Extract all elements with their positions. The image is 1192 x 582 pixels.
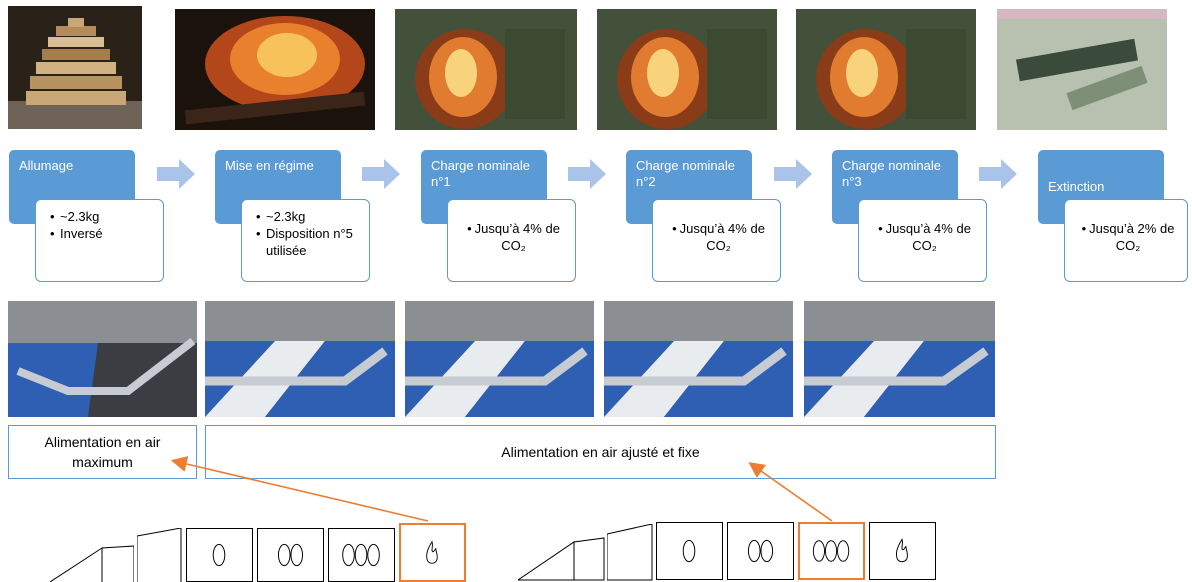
detail-item: Jusqu’à 2% de CO₂ (1079, 220, 1177, 254)
lever-cell-three-circles (798, 522, 865, 580)
step-details: ~2.3kg Inversé (35, 199, 164, 282)
wedge-shape (50, 545, 134, 582)
flow-arrow-icon (157, 159, 195, 189)
air-lever-photo (8, 301, 197, 417)
detail-item: Inversé (50, 225, 153, 242)
step-label: Charge nominale n°3 (842, 158, 942, 189)
flame-icon (895, 538, 908, 563)
lever-cell-flame (869, 522, 936, 580)
flow-arrow-icon (774, 159, 812, 189)
detail-item: Jusqu’à 4% de CO₂ (667, 220, 770, 254)
step-label: Mise en régime (225, 158, 314, 173)
flame-icon (426, 540, 438, 564)
step-label: Charge nominale n°1 (431, 158, 531, 189)
wedge-shape (518, 537, 605, 581)
air-lever-photo (205, 301, 395, 417)
detail-item: Jusqu’à 4% de CO₂ (873, 220, 976, 254)
flow-arrow-icon (362, 159, 400, 189)
lever-cell-three-circles (328, 528, 395, 582)
detail-item: ~2.3kg (256, 208, 359, 225)
step-label: Extinction (1048, 179, 1105, 194)
flames-photo (175, 9, 375, 130)
step-label: Allumage (19, 158, 74, 173)
detail-item: Jusqu’à 4% de CO₂ (462, 220, 565, 254)
lever-cell-two-circles (257, 528, 324, 582)
step-details: Jusqu’à 2% de CO₂ (1064, 199, 1188, 282)
wood-stack-photo (8, 6, 142, 129)
step-label: Charge nominale n°2 (636, 158, 736, 189)
air-max-label: Alimentation en air maximum (8, 425, 197, 479)
air-fixed-label: Alimentation en air ajusté et fixe (205, 425, 996, 479)
flames-photo (597, 9, 777, 130)
step-details: Jusqu’à 4% de CO₂ (652, 199, 781, 282)
flames-photo (796, 9, 976, 130)
air-max-text: Alimentation en air maximum (44, 434, 161, 470)
embers-photo (997, 9, 1167, 130)
flow-arrow-icon (979, 159, 1017, 189)
air-lever-photo (804, 301, 995, 417)
air-lever-photo (405, 301, 594, 417)
detail-item: Disposition n°5 utilisée (256, 225, 359, 259)
lever-cell-two-circles (727, 522, 794, 580)
wedge-shape (607, 524, 653, 581)
lever-cell-one-circle (186, 528, 253, 582)
lever-cell-one-circle (656, 522, 723, 580)
step-details: Jusqu’à 4% de CO₂ (858, 199, 987, 282)
air-fixed-text: Alimentation en air ajusté et fixe (501, 444, 700, 460)
step-details: ~2.3kg Disposition n°5 utilisée (241, 199, 370, 282)
step-details: Jusqu’à 4% de CO₂ (447, 199, 576, 282)
flow-arrow-icon (568, 159, 606, 189)
detail-item: ~2.3kg (50, 208, 153, 225)
wedge-shape (137, 528, 182, 582)
lever-cell-flame (399, 523, 466, 582)
flames-photo (395, 9, 577, 130)
air-lever-photo (604, 301, 793, 417)
